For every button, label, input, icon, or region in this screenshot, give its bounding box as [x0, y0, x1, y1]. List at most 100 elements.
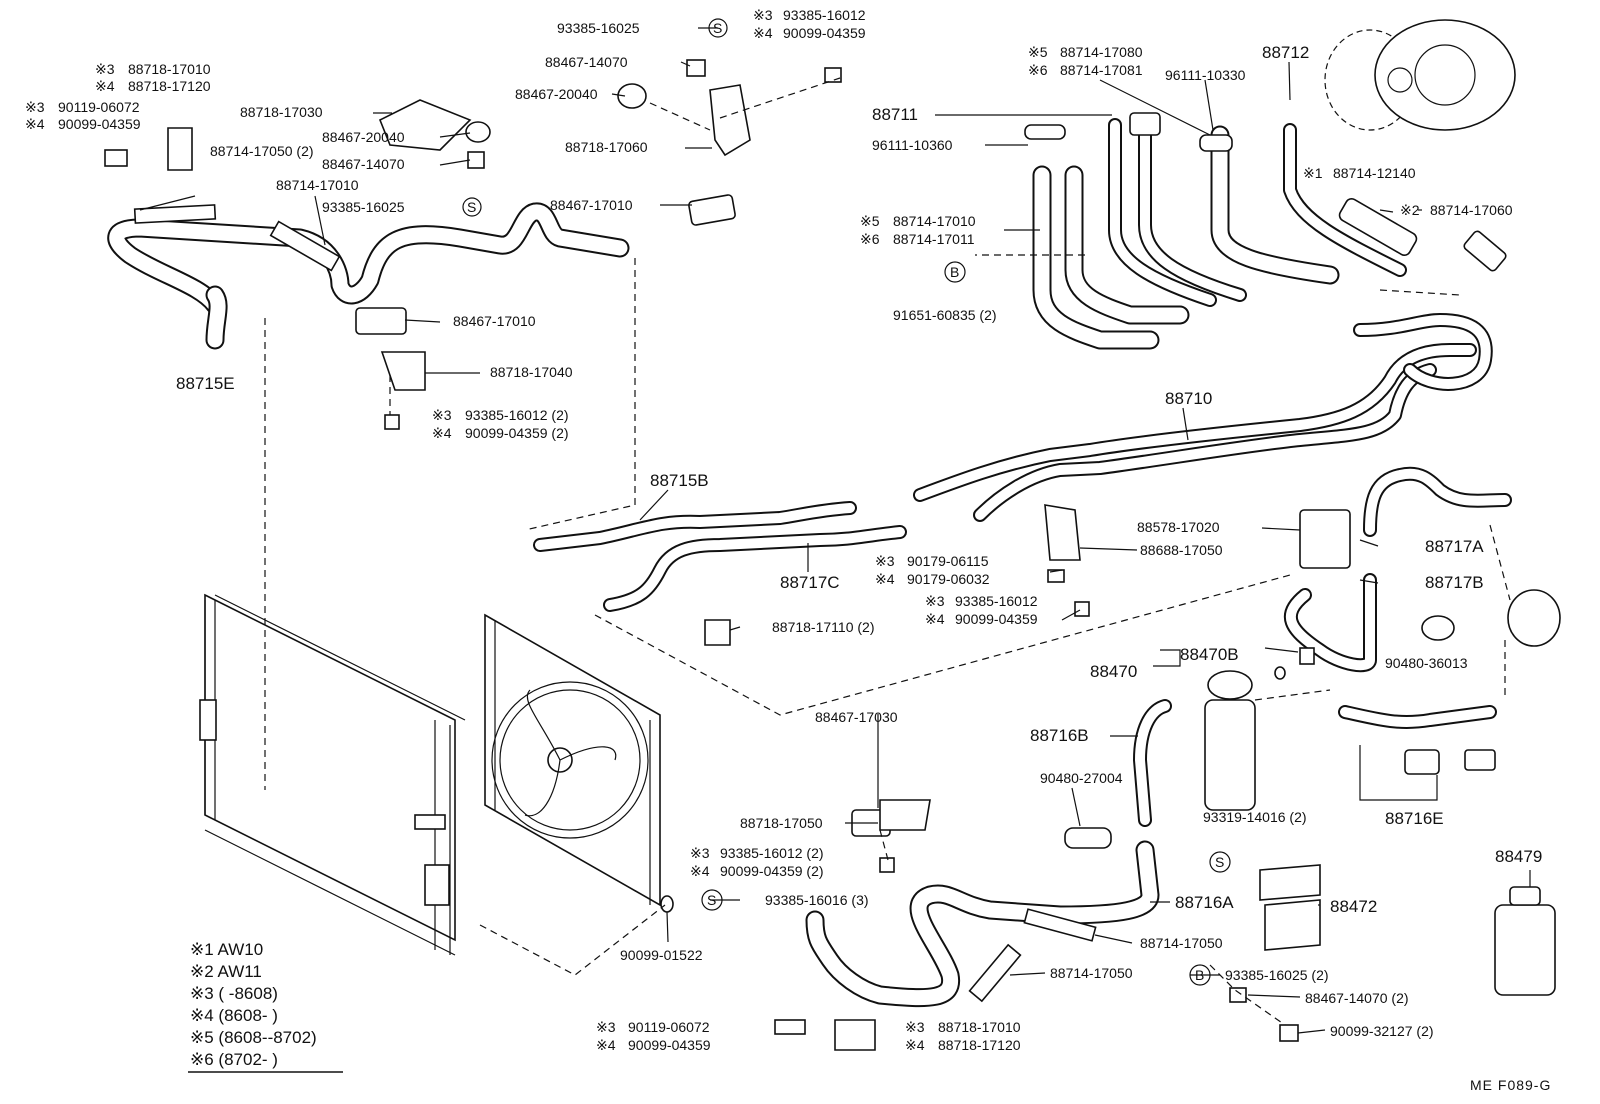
label-88712: 88712 — [1262, 43, 1309, 62]
label-93385-16012-2: 93385-16012 (2) — [465, 407, 569, 423]
bracket-88688-17050 — [1044, 504, 1081, 561]
mark-n4-c2: ※4 — [925, 611, 945, 627]
label-88718-17040: 88718-17040 — [490, 364, 573, 380]
bolt-center — [1074, 601, 1090, 617]
condenser-drawing — [199, 593, 466, 956]
s-mark-mid: S — [467, 199, 476, 215]
mark-n4-mid: ※4 — [432, 425, 452, 441]
sleeve-88467-17010-mid — [355, 307, 407, 335]
label-93385-16025-mid: 93385-16025 — [322, 199, 405, 215]
mark-n5-tr: ※5 — [1028, 44, 1048, 60]
label-93385-16012-top: 93385-16012 — [783, 7, 866, 23]
mark-n3-b: ※3 — [690, 845, 710, 861]
label-88467-14070-b: 88467-14070 (2) — [1305, 990, 1409, 1006]
label-88714-17050-tl: 88714-17050 (2) — [210, 143, 314, 159]
grommet-90480-36013 — [1421, 615, 1455, 641]
label-88718-17120-b: 88718-17120 — [938, 1037, 1021, 1053]
mark-n3-c2: ※3 — [925, 593, 945, 609]
label-88467-20040-top: 88467-20040 — [515, 86, 598, 102]
s-mark-circle-b — [1209, 851, 1231, 873]
part-labels: 93385-16025 S ※3 93385-16012 ※4 90099-04… — [25, 7, 1542, 1053]
bolt-b-14070 — [1229, 987, 1247, 1003]
s-mark-circle-mid — [462, 197, 482, 217]
label-88467-14070-top: 88467-14070 — [545, 54, 628, 70]
switch-88716E — [1404, 749, 1440, 775]
leader-lines — [139, 27, 1531, 1034]
bracket-88578-17020 — [1299, 509, 1351, 569]
mark-n3-tl: ※3 — [95, 61, 115, 77]
label-88718-17110: 88718-17110 (2) — [772, 619, 874, 635]
mark-n4-tl: ※4 — [95, 78, 115, 94]
mark-n3-c: ※3 — [875, 553, 895, 569]
mark-n3-top: ※3 — [753, 7, 773, 23]
label-88716E: 88716E — [1385, 809, 1444, 828]
mark-n4-br: ※4 — [905, 1037, 925, 1053]
label-88714-17010-tl: 88714-17010 — [276, 177, 359, 193]
compressor-drawing — [1324, 19, 1516, 131]
label-90099-04359-tl: 90099-04359 — [58, 116, 141, 132]
s-mark-circle-top — [708, 18, 728, 38]
part-drawings — [104, 19, 1561, 1051]
label-88714-17080: 88714-17080 — [1060, 44, 1143, 60]
label-93319-14016: 93319-14016 (2) — [1203, 809, 1307, 825]
label-88716B: 88716B — [1030, 726, 1089, 745]
switch-88717B — [1507, 589, 1561, 647]
mark-n4-tl2: ※4 — [25, 116, 45, 132]
label-88718-17050: 88718-17050 — [740, 815, 823, 831]
mark-n4-b: ※4 — [690, 863, 710, 879]
mark-n1: ※1 — [1303, 165, 1323, 181]
label-88467-17010-top: 88467-17010 — [550, 197, 633, 213]
label-88718-17010-tl: 88718-17010 — [128, 61, 211, 77]
label-88472: 88472 — [1330, 897, 1377, 916]
label-91651-60835: 91651-60835 (2) — [893, 307, 997, 323]
label-88714-17010-r: 88714-17010 — [893, 213, 976, 229]
label-88714-17050-b1: 88714-17050 — [1140, 935, 1223, 951]
b-mark-circle-b — [1189, 964, 1211, 986]
label-88578-17020: 88578-17020 — [1137, 519, 1220, 535]
legend-item-6: ※6 (8702- ) — [190, 1050, 278, 1069]
hose-88714-17060 — [1338, 198, 1418, 256]
legend-item-2: ※2 AW11 — [190, 962, 262, 981]
receiver-drawing — [1204, 670, 1256, 811]
label-88470B: 88470B — [1180, 645, 1239, 664]
nut-90179 — [1047, 569, 1065, 583]
mark-n4-top: ※4 — [753, 25, 773, 41]
connector-88716E — [1464, 749, 1496, 771]
label-90099-04359-2: 90099-04359 (2) — [465, 425, 569, 441]
label-88479: 88479 — [1495, 847, 1542, 866]
hose-sleeve-b1 — [1023, 908, 1097, 942]
label-88717C: 88717C — [780, 573, 840, 592]
label-90119-06072-tl: 90119-06072 — [58, 99, 140, 115]
label-90099-04359-b2: 90099-04359 — [628, 1037, 711, 1053]
legend-item-3: ※3 ( -8608) — [190, 984, 278, 1003]
s-mark-circle-b2 — [701, 889, 723, 911]
label-88717A: 88717A — [1425, 537, 1484, 556]
clamp-88718-17110 — [704, 619, 731, 646]
label-88715E: 88715E — [176, 374, 235, 393]
grommet-88467-20040-top — [617, 83, 647, 109]
mark-n2: ※2 — [1400, 202, 1420, 218]
label-90480-36013: 90480-36013 — [1385, 655, 1468, 671]
label-88718-17120-tl: 88718-17120 — [128, 78, 211, 94]
oring-88470B — [1274, 666, 1286, 680]
legend-item-4: ※4 (8608- ) — [190, 1006, 278, 1025]
label-88715B: 88715B — [650, 471, 709, 490]
bracket-88718-17050 — [879, 799, 931, 831]
bolt-top — [824, 67, 842, 83]
grommet-88467-20040-mid — [465, 121, 491, 143]
label-90480-27004: 90480-27004 — [1040, 770, 1123, 786]
clamp-88718-17010-tl — [167, 127, 193, 171]
label-88714-17050-b2: 88714-17050 — [1050, 965, 1133, 981]
label-88710: 88710 — [1165, 389, 1212, 408]
mark-n6-tr: ※6 — [1028, 62, 1048, 78]
diagram-code: ME F089-G — [1470, 1077, 1551, 1093]
label-88467-14070-mid: 88467-14070 — [322, 156, 405, 172]
hose-sleeve-tl — [133, 204, 217, 224]
label-88717B: 88717B — [1425, 573, 1484, 592]
clip-96111-10360 — [1024, 124, 1066, 140]
b-mark-r: B — [950, 264, 959, 280]
clip-96111-10330 — [1199, 134, 1233, 152]
label-88716A: 88716A — [1175, 893, 1234, 912]
mark-n6-r: ※6 — [860, 231, 880, 247]
